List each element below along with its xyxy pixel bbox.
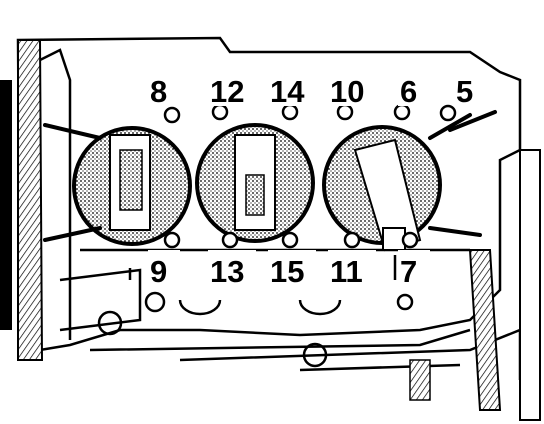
right-chain-guide (409, 149, 541, 421)
callout-14: 14 (270, 74, 305, 109)
callout-15: 15 (270, 254, 304, 289)
callout-7: 7 (400, 254, 417, 289)
cylinder-bore-2 (195, 123, 315, 243)
callout-9: 9 (150, 254, 167, 289)
cylinder-bore-3 (322, 125, 442, 252)
callout-11: 11 (330, 254, 363, 289)
callout-6: 6 (400, 74, 417, 109)
callout-5: 5 (456, 74, 473, 109)
head-bolts (163, 103, 457, 249)
callout-13: 13 (210, 254, 244, 289)
callout-8: 8 (150, 74, 167, 109)
left-timing-cover (0, 39, 44, 361)
callout-label-backgrounds (148, 70, 486, 286)
callout-10: 10 (330, 74, 364, 109)
callout-12: 12 (210, 74, 244, 109)
block-studs (43, 110, 497, 242)
cylinder-bore-1 (72, 126, 192, 246)
